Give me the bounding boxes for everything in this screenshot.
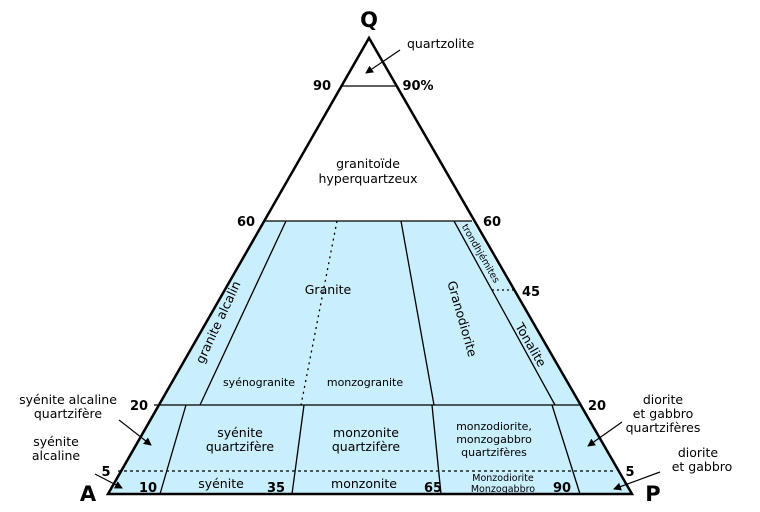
callout-syenite-alcaline-quartzifere-1: syénite alcaline [19, 392, 117, 407]
shaded-region [108, 221, 632, 494]
label-monzodiorite-3: quartzifères [461, 446, 527, 459]
line-10-lower [159, 404, 187, 495]
label-syenite: syénite [198, 476, 244, 491]
label-granite: Granite [305, 282, 352, 297]
tick-left-20: 20 [130, 399, 148, 414]
label-syenogranite: syénogranite [223, 376, 295, 389]
tick-right-60: 60 [483, 215, 501, 230]
line-65-lower [431, 404, 442, 495]
line-90-upper [453, 220, 556, 406]
tick-bottom-65: 65 [424, 481, 442, 496]
callout-diorite-quartz-3: quartzifères [626, 420, 701, 435]
arrow-syenite-alcaline-quartzifere [118, 419, 152, 446]
callout-diorite-1: diorite [678, 445, 719, 460]
callout-diorite-quartz-1: diorite [643, 392, 684, 407]
vertex-p: P [645, 482, 660, 506]
tick-bottom-35: 35 [267, 481, 285, 496]
label-quartzolite: quartzolite [407, 36, 475, 51]
callout-syenite-alcaline-1: syénite [33, 434, 79, 449]
label-monzodiorite-b2: Monzogabbro [471, 484, 535, 495]
label-monzodiorite-2: monzogabbro [456, 433, 532, 446]
line-65-upper [400, 220, 435, 406]
line-10-upper [199, 220, 287, 406]
arrow-diorite [613, 471, 661, 491]
label-syenite-quartz-1: syénite [217, 425, 263, 440]
arrow-diorite-quartz [587, 421, 623, 447]
callout-diorite-2: et gabbro [672, 459, 733, 474]
label-monzodiorite-b1: Monzodiorite [472, 473, 534, 484]
arrow-quartzolite [365, 49, 401, 74]
label-syenite-quartz-2: quartzifère [206, 439, 275, 454]
callout-syenite-alcaline-2: alcaline [32, 448, 81, 463]
label-monzonite-quartz-1: monzonite [333, 425, 399, 440]
line-90-lower [551, 404, 581, 495]
label-monzonite: monzonite [331, 476, 397, 491]
label-granitoide-2: hyperquartzeux [319, 171, 418, 186]
tick-bottom-90: 90 [553, 481, 571, 496]
tick-left-60: 60 [237, 215, 255, 230]
tick-right-90: 90% [402, 79, 433, 94]
vertex-a: A [80, 482, 97, 506]
label-monzodiorite-1: monzodiorite, [456, 420, 532, 433]
vertex-q: Q [360, 8, 378, 32]
label-granitoide-1: granitoïde [336, 156, 400, 171]
label-monzogranite: monzogranite [327, 376, 404, 389]
tick-left-90: 90 [313, 79, 331, 94]
tick-bottom-10: 10 [139, 481, 157, 496]
tick-right-45: 45 [522, 285, 540, 300]
line-35-dotted [300, 220, 338, 406]
arrow-syenite-alcaline [94, 473, 123, 489]
triangle-outline [105, 35, 635, 496]
tick-right-5: 5 [625, 465, 634, 480]
tick-right-20: 20 [588, 399, 606, 414]
line-35-lower [291, 404, 305, 495]
label-monzonite-quartz-2: quartzifère [332, 439, 401, 454]
tick-left-5: 5 [101, 465, 110, 480]
callout-syenite-alcaline-quartzifere-2: quartzifère [34, 406, 103, 421]
callout-diorite-quartz-2: et gabbro [633, 406, 694, 421]
